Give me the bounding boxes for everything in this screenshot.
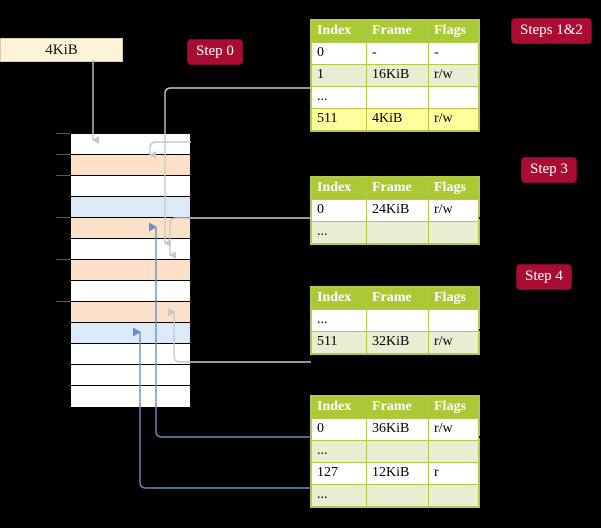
wire-step4a [168, 308, 311, 363]
memory-frame-row [71, 218, 190, 239]
cell-index: ... [311, 86, 367, 109]
cell-frame: - [366, 42, 429, 65]
cell-index: 127 [311, 462, 367, 485]
cell-index: ... [311, 309, 367, 332]
cell-frame [366, 86, 429, 109]
cell-frame: 24KiB [366, 199, 429, 222]
wire-step3-in [169, 217, 311, 259]
memory-frame-row [71, 134, 190, 155]
column-header-flags: Flags [428, 177, 479, 200]
virtual-address-box: 4KiB [0, 38, 123, 62]
table-row: ... [311, 484, 479, 507]
cell-flags: - [428, 42, 479, 65]
cell-index: ... [311, 221, 367, 244]
memory-frame-row [71, 302, 190, 323]
memory-frame-row [71, 239, 190, 260]
cell-frame: 16KiB [366, 64, 429, 87]
virtual-address-label: 4KiB [45, 41, 78, 58]
memory-frame-row [71, 281, 190, 302]
cell-index: 0 [311, 42, 367, 65]
cell-flags [428, 309, 479, 332]
cell-flags: r/w [428, 418, 479, 441]
cell-frame: 36KiB [366, 418, 429, 441]
column-header-flags: Flags [428, 396, 479, 419]
cell-flags: r/w [428, 64, 479, 87]
step-badge-step4: Step 4 [517, 265, 571, 289]
column-header-index: Index [311, 396, 367, 419]
cell-frame [366, 440, 429, 463]
cell-index: 1 [311, 64, 367, 87]
cell-index: ... [311, 440, 367, 463]
cell-flags: r/w [428, 108, 479, 131]
step-badge-step12: Steps 1&2 [512, 19, 591, 43]
cell-frame [366, 484, 429, 507]
table-row: ... [311, 309, 479, 332]
column-header-index: Index [311, 20, 367, 43]
step-badge-step3: Step 3 [522, 158, 576, 182]
cell-frame [366, 221, 429, 244]
cell-flags [428, 86, 479, 109]
cell-index: 511 [311, 331, 367, 354]
memory-frame-tick [56, 175, 70, 176]
memory-frame-row [71, 197, 190, 218]
cell-flags: r/w [428, 199, 479, 222]
column-header-index: Index [311, 287, 367, 310]
cell-frame: 32KiB [366, 331, 429, 354]
column-header-frame: Frame [366, 287, 429, 310]
step-badge-step0: Step 0 [188, 40, 242, 64]
table-row: 0-- [311, 42, 479, 65]
memory-frame-row [71, 386, 190, 407]
table-row: ... [311, 86, 479, 109]
memory-frame-row [71, 365, 190, 386]
table-row: ... [311, 221, 479, 244]
cell-index: 0 [311, 199, 367, 222]
column-header-index: Index [311, 177, 367, 200]
memory-frame-row [71, 176, 190, 197]
cell-flags [428, 440, 479, 463]
cell-frame: 4KiB [366, 108, 429, 131]
memory-frame-tick [56, 217, 70, 218]
memory-frame-tick [56, 301, 70, 302]
column-header-frame: Frame [366, 177, 429, 200]
cell-frame [366, 309, 429, 332]
cell-index: 0 [311, 418, 367, 441]
memory-frame-row [71, 344, 190, 365]
cell-flags: r/w [428, 331, 479, 354]
column-header-frame: Frame [366, 396, 429, 419]
memory-frame-tick [56, 133, 70, 134]
memory-frame-row [71, 323, 190, 344]
memory-frame-row [71, 155, 190, 176]
memory-frame-row [71, 260, 190, 281]
cell-index: 511 [311, 108, 367, 131]
table-row: ... [311, 440, 479, 463]
cell-flags: r [428, 462, 479, 485]
memory-frame-tick [56, 154, 70, 155]
physical-memory-column [70, 133, 191, 407]
column-header-frame: Frame [366, 20, 429, 43]
cell-frame: 12KiB [366, 462, 429, 485]
column-header-flags: Flags [428, 287, 479, 310]
cell-flags [428, 221, 479, 244]
memory-frame-tick [56, 259, 70, 260]
column-header-flags: Flags [428, 20, 479, 43]
cell-flags [428, 484, 479, 507]
cell-index: ... [311, 484, 367, 507]
